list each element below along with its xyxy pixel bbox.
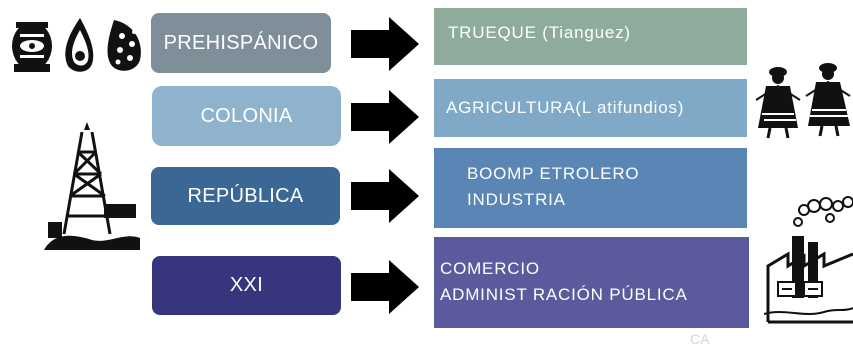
arrow-right-icon [351, 90, 419, 144]
pre-hispanic-glyphs-icon [12, 18, 141, 72]
era-xxi: XXI [152, 256, 341, 315]
era-label: PREHISPÁNICO [163, 31, 319, 54]
activity-line: ADMINIST RACIÓN PÚBLICA [440, 285, 688, 304]
activity-agricultura: AGRICULTURA(L atifundios) [434, 79, 747, 137]
footer-text: CA [690, 331, 710, 347]
dancing-women-icon [755, 63, 851, 139]
activity-line: TRUEQUE (Tianguez) [448, 23, 631, 42]
activity-line: INDUSTRIA [467, 190, 566, 209]
factory-icon [764, 196, 853, 324]
era-label: COLONIA [200, 104, 293, 127]
era-label: XXI [229, 274, 264, 296]
activity-comercio: COMERCIO ADMINIST RACIÓN PÚBLICA [434, 237, 749, 328]
era-republica: REPÚBLICA [151, 167, 340, 225]
arrow-right-icon [351, 17, 419, 71]
era-prehispanico: PREHISPÁNICO [151, 13, 331, 73]
activity-line: COMERCIO [440, 259, 540, 278]
era-label: REPÚBLICA [187, 184, 304, 207]
arrow-right-icon [351, 260, 419, 314]
era-colonia: COLONIA [152, 86, 341, 146]
activity-petrolero: BOOMP ETROLERO INDUSTRIA [434, 148, 747, 228]
arrow-right-icon [351, 169, 419, 223]
activity-line: AGRICULTURA(L atifundios) [446, 98, 685, 117]
activity-line: BOOMP ETROLERO [467, 164, 640, 183]
oil-derrick-icon [44, 122, 140, 250]
activity-trueque: TRUEQUE (Tianguez) [434, 8, 747, 65]
